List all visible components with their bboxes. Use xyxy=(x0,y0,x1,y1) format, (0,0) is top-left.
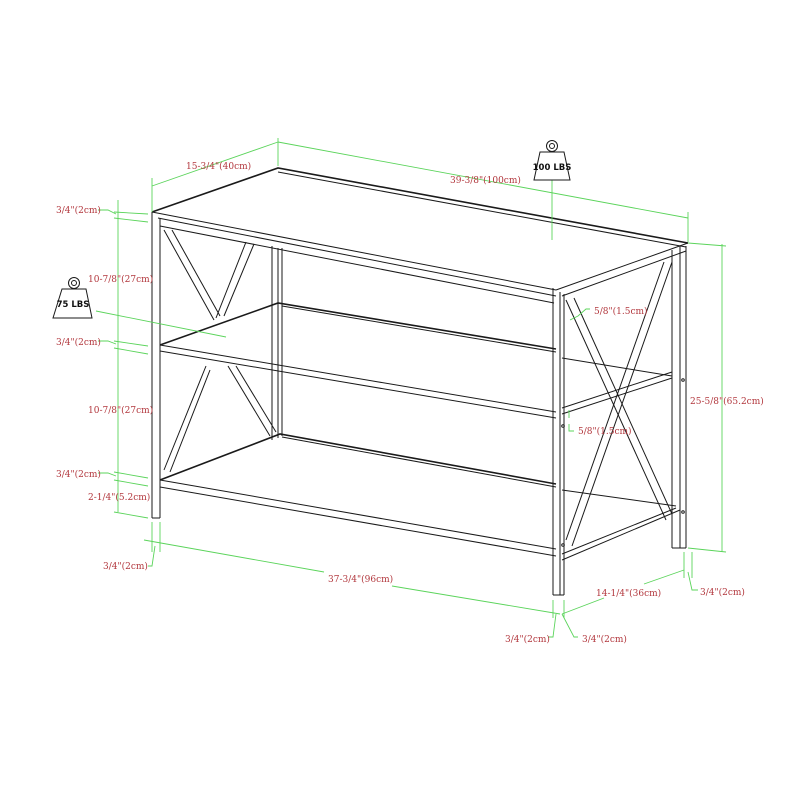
right-back-leg xyxy=(671,246,687,549)
dim-left-leg-width: 3/4"(2cm) xyxy=(103,561,148,572)
weight-label-middle: 75 LBS xyxy=(57,300,90,310)
dim-back-leg-width: 3/4"(2cm) xyxy=(700,587,745,598)
middle-shelf xyxy=(159,302,673,419)
dimension-labels: 15-3/4"(40cm) 39-3/8"(100cm) 3/4"(2cm) 1… xyxy=(56,161,764,645)
bookshelf-drawing xyxy=(151,167,689,596)
dim-x-brace-lower: 5/8"(1.5cm) xyxy=(578,426,632,437)
left-front-leg xyxy=(151,212,161,519)
dim-upper-gap: 10-7/8"(27cm) xyxy=(88,274,153,285)
dim-lower-gap: 10-7/8"(27cm) xyxy=(88,405,153,416)
top-shelf xyxy=(151,167,689,304)
bolt-holes xyxy=(561,378,685,547)
dim-total-height: 25-5/8"(65.2cm) xyxy=(690,396,764,407)
dim-middle-thickness: 3/4"(2cm) xyxy=(56,337,101,348)
dim-front-leg-left: 3/4"(2cm) xyxy=(505,634,550,645)
dim-leg-clearance: 2-1/4"(5.2cm) xyxy=(88,492,150,503)
weight-icon-100lbs: 100 LBS xyxy=(533,140,572,181)
dim-x-brace-upper: 5/8"(1.5cm) xyxy=(594,306,648,317)
dim-front-leg-right: 3/4"(2cm) xyxy=(582,634,627,645)
left-x-brace xyxy=(163,229,277,473)
bottom-shelf xyxy=(159,433,681,561)
dim-inner-depth: 14-1/4"(36cm) xyxy=(596,588,661,599)
dim-depth-top: 15-3/4"(40cm) xyxy=(186,161,251,172)
left-back-leg xyxy=(271,246,283,440)
weight-icon-75lbs: 75 LBS xyxy=(52,277,93,319)
dimension-lines xyxy=(95,138,727,638)
dim-width-top: 39-3/8"(100cm) xyxy=(450,175,521,186)
dim-bottom-thickness: 3/4"(2cm) xyxy=(56,469,101,480)
dim-top-thickness: 3/4"(2cm) xyxy=(56,205,101,216)
weight-label-top: 100 LBS xyxy=(533,163,572,173)
right-x-brace xyxy=(565,261,673,547)
dim-inner-width: 37-3/4"(96cm) xyxy=(328,574,393,585)
